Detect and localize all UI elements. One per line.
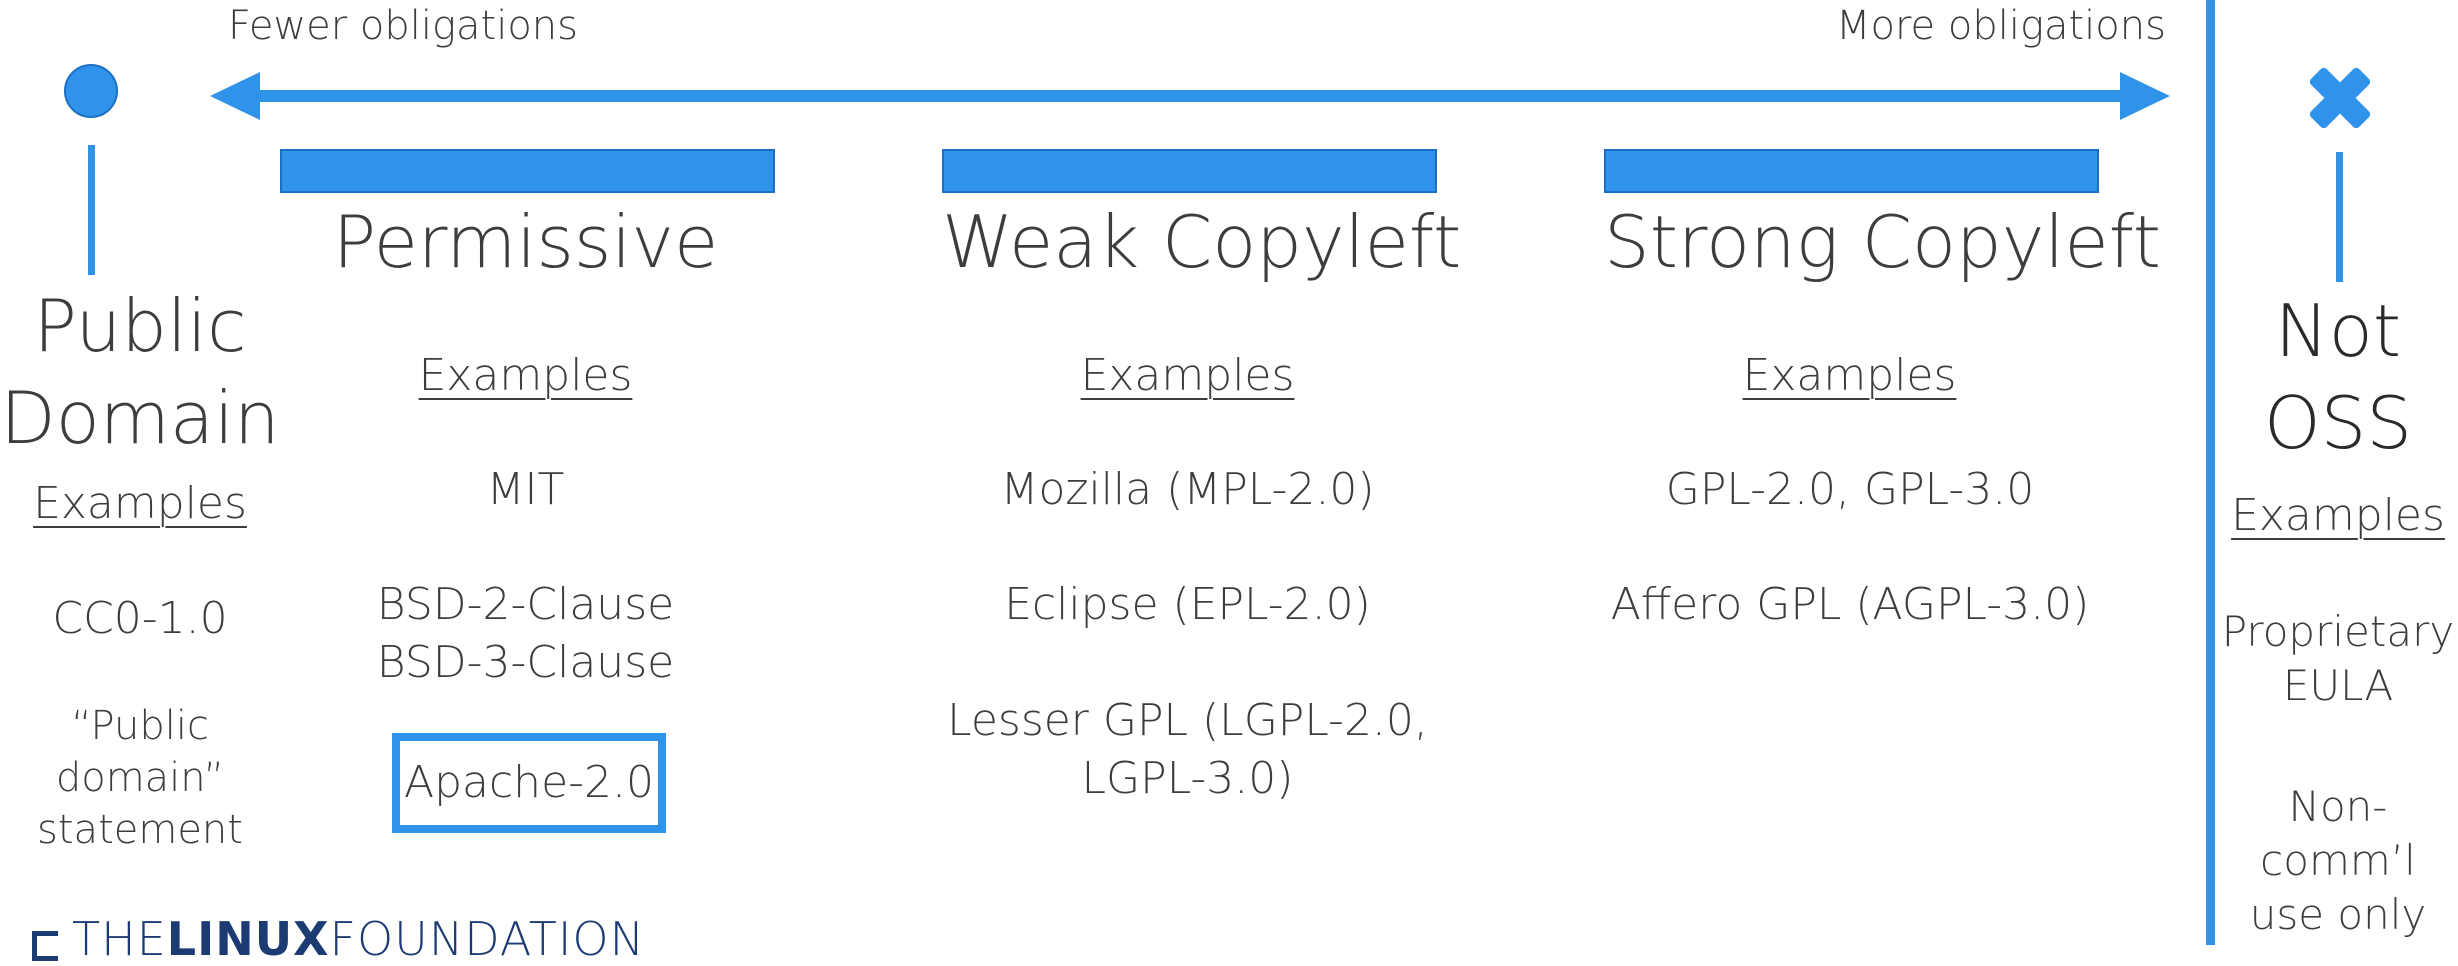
fewer-obligations-label: Fewer obligations xyxy=(228,3,578,49)
strong-copyleft-bar xyxy=(1604,149,2099,193)
not-oss-connector xyxy=(2336,152,2343,282)
weak-copyleft-example-lgpl-line2: LGPL-3.0) xyxy=(1081,753,1294,804)
not-oss-example-proprietary-line1: Proprietary xyxy=(2221,607,2455,656)
strong-copyleft-example-agpl: Affero GPL (AGPL-3.0) xyxy=(1610,579,2090,630)
weak-copyleft-title: Weak Copyleft xyxy=(942,200,1462,284)
permissive-example-bsd: BSD-2-Clause BSD-3-Clause xyxy=(280,576,771,692)
not-oss-divider xyxy=(2206,0,2215,945)
public-domain-example-statement: “Public domain” statement xyxy=(0,700,280,856)
permissive-bar xyxy=(280,149,775,193)
public-domain-circle-icon xyxy=(64,64,118,118)
public-domain-column: Public Domain xyxy=(0,280,280,464)
public-domain-example-statement-line2: statement xyxy=(37,807,243,853)
not-oss-title-line2: OSS xyxy=(2263,381,2413,465)
not-oss-x-icon xyxy=(2309,67,2371,129)
not-oss-example-noncommercial-line2: comm’l xyxy=(2260,836,2416,885)
weak-copyleft-example-lgpl-line1: Lesser GPL (LGPL-2.0, xyxy=(947,695,1428,746)
logo-foundation: FOUNDATION xyxy=(329,912,646,966)
permissive-example-apache: Apache-2.0 xyxy=(404,757,654,808)
permissive-example-bsd3: BSD-3-Clause xyxy=(376,637,675,688)
not-oss-title-line1: Not xyxy=(2274,289,2402,373)
public-domain-connector xyxy=(88,145,95,275)
weak-copyleft-example-lgpl: Lesser GPL (LGPL-2.0, LGPL-3.0) xyxy=(900,692,1475,808)
not-oss-example-noncommercial: Non- comm’l use only xyxy=(2218,780,2458,942)
public-domain-title-line1: Public xyxy=(33,284,247,368)
permissive-example-bsd2: BSD-2-Clause xyxy=(376,579,675,630)
linux-foundation-logo: THELINUXFOUNDATION xyxy=(32,912,645,966)
strong-copyleft-title: Strong Copyleft xyxy=(1604,200,2161,284)
not-oss-example-noncommercial-line3: use only xyxy=(2249,890,2427,939)
public-domain-examples-label: Examples xyxy=(33,478,247,529)
linux-foundation-logo-icon xyxy=(32,931,58,961)
weak-copyleft-example-mpl: Mozilla (MPL-2.0) xyxy=(1000,464,1375,515)
permissive-examples-label: Examples xyxy=(418,350,633,401)
public-domain-title-line2: Domain xyxy=(0,376,280,460)
strong-copyleft-example-gpl: GPL-2.0, GPL-3.0 xyxy=(1665,464,2035,515)
weak-copyleft-examples-label: Examples xyxy=(1080,350,1295,401)
weak-copyleft-bar xyxy=(942,149,1437,193)
public-domain-example-statement-line1: “Public domain” xyxy=(55,703,225,801)
obligations-arrow xyxy=(210,72,2170,120)
weak-copyleft-example-epl: Eclipse (EPL-2.0) xyxy=(1004,579,1371,630)
not-oss-example-noncommercial-line1: Non- xyxy=(2288,782,2388,831)
apache-highlight-box: Apache-2.0 xyxy=(392,733,666,833)
not-oss-example-proprietary: Proprietary EULA xyxy=(2218,605,2458,713)
not-oss-example-proprietary-line2: EULA xyxy=(2282,661,2394,710)
permissive-title: Permissive xyxy=(332,200,719,284)
more-obligations-label: More obligations xyxy=(1836,3,2166,49)
public-domain-example-cc0: CC0-1.0 xyxy=(52,593,228,644)
strong-copyleft-examples-label: Examples xyxy=(1742,350,1957,401)
not-oss-examples-label: Examples xyxy=(2231,490,2445,541)
permissive-example-mit: MIT xyxy=(486,464,565,515)
logo-the: THE xyxy=(72,912,167,966)
not-oss-title: Not OSS xyxy=(2218,285,2458,469)
logo-linux: LINUX xyxy=(166,912,330,966)
